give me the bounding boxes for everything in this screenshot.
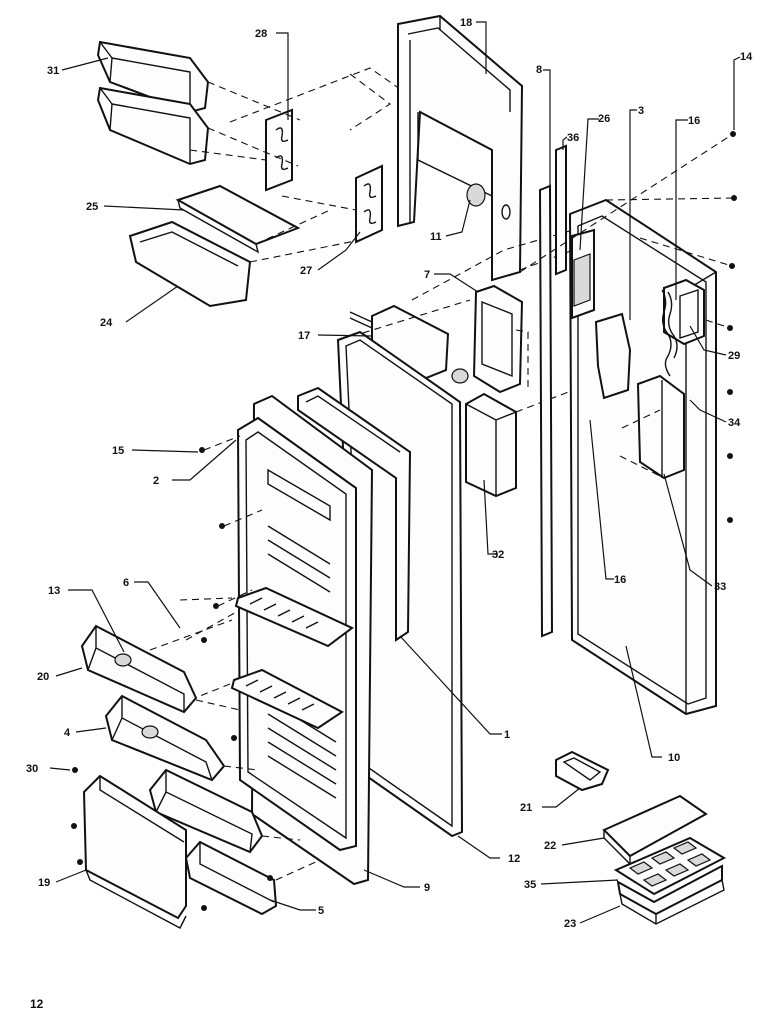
callout-13: 13 (48, 585, 60, 597)
ice-bucket-23 (616, 864, 725, 925)
door-bin-4 (104, 694, 226, 782)
door-shelf-lower (96, 86, 210, 166)
callout-27: 27 (300, 265, 312, 277)
callout-23: 23 (564, 918, 576, 930)
leader-lines (49, 21, 741, 924)
callout-18: 18 (460, 17, 472, 29)
callout-28: 28 (255, 28, 267, 40)
lower-dashed-guides (149, 597, 321, 881)
door-screws (727, 131, 737, 523)
callout-22: 22 (544, 840, 556, 852)
upper-dashed-guides (189, 67, 411, 263)
outer-door-panel (568, 198, 717, 716)
dispenser-cover-32 (465, 392, 517, 498)
callout-20: 20 (37, 671, 49, 683)
callout-32: 32 (492, 549, 504, 561)
callout-26: 26 (598, 113, 610, 125)
callout-31: 31 (47, 65, 59, 77)
callout-4: 4 (64, 727, 71, 739)
callout-labels: 31 28 18 8 14 26 3 16 36 25 11 27 24 7 1… (26, 17, 753, 930)
bin-screws (71, 637, 273, 911)
wire-shelf-upper (234, 586, 354, 648)
callout-10: 10 (668, 752, 680, 764)
callout-9: 9 (424, 882, 430, 894)
callout-16-upper: 16 (688, 115, 700, 127)
shelf-bracket-left (265, 108, 293, 192)
door-inner-liner (236, 394, 374, 886)
callout-8: 8 (536, 64, 542, 76)
wiring-harness (661, 289, 678, 377)
storage-pan (128, 220, 252, 308)
callout-21: 21 (520, 802, 532, 814)
callout-14: 14 (740, 51, 753, 63)
callout-12: 12 (508, 853, 520, 865)
liner-dashed-guides (185, 435, 263, 701)
trim-strip-8 (538, 184, 554, 638)
trim-strip-36 (555, 144, 567, 276)
callout-2: 2 (153, 475, 159, 487)
callout-15: 15 (112, 445, 124, 457)
dispenser-switch (466, 183, 511, 220)
door-insulation-1 (297, 386, 412, 642)
dispenser-housing-frame (397, 14, 524, 282)
callout-3: 3 (638, 105, 644, 117)
dispenser-module-7 (472, 284, 524, 394)
callout-36: 36 (567, 132, 579, 144)
callout-35: 35 (524, 879, 536, 891)
ice-cube-tray-35 (613, 836, 727, 896)
callout-17: 17 (298, 330, 310, 342)
door-bin-20 (80, 624, 198, 714)
callout-6: 6 (123, 577, 129, 589)
callout-5: 5 (318, 905, 324, 917)
callout-7: 7 (424, 269, 430, 281)
callout-34: 34 (728, 417, 741, 429)
shelf-bracket-right (355, 164, 383, 244)
pan-cover (175, 184, 301, 254)
page-number: 12 (30, 997, 44, 1011)
callout-24: 24 (100, 317, 113, 329)
callout-33: 33 (714, 581, 726, 593)
liner-screws (199, 447, 225, 609)
wire-shelf-lower (230, 668, 344, 730)
callout-11: 11 (430, 231, 442, 243)
ice-tray-21 (555, 750, 610, 792)
door-bin-5 (184, 840, 278, 916)
ice-tray-cover-22 (602, 794, 708, 866)
callout-19: 19 (38, 877, 50, 889)
right-dashed-guides (519, 133, 735, 329)
callout-29: 29 (728, 350, 740, 362)
callout-1: 1 (504, 729, 510, 741)
callout-30: 30 (26, 763, 38, 775)
callout-16-lower: 16 (614, 574, 626, 586)
callout-25: 25 (86, 201, 98, 213)
